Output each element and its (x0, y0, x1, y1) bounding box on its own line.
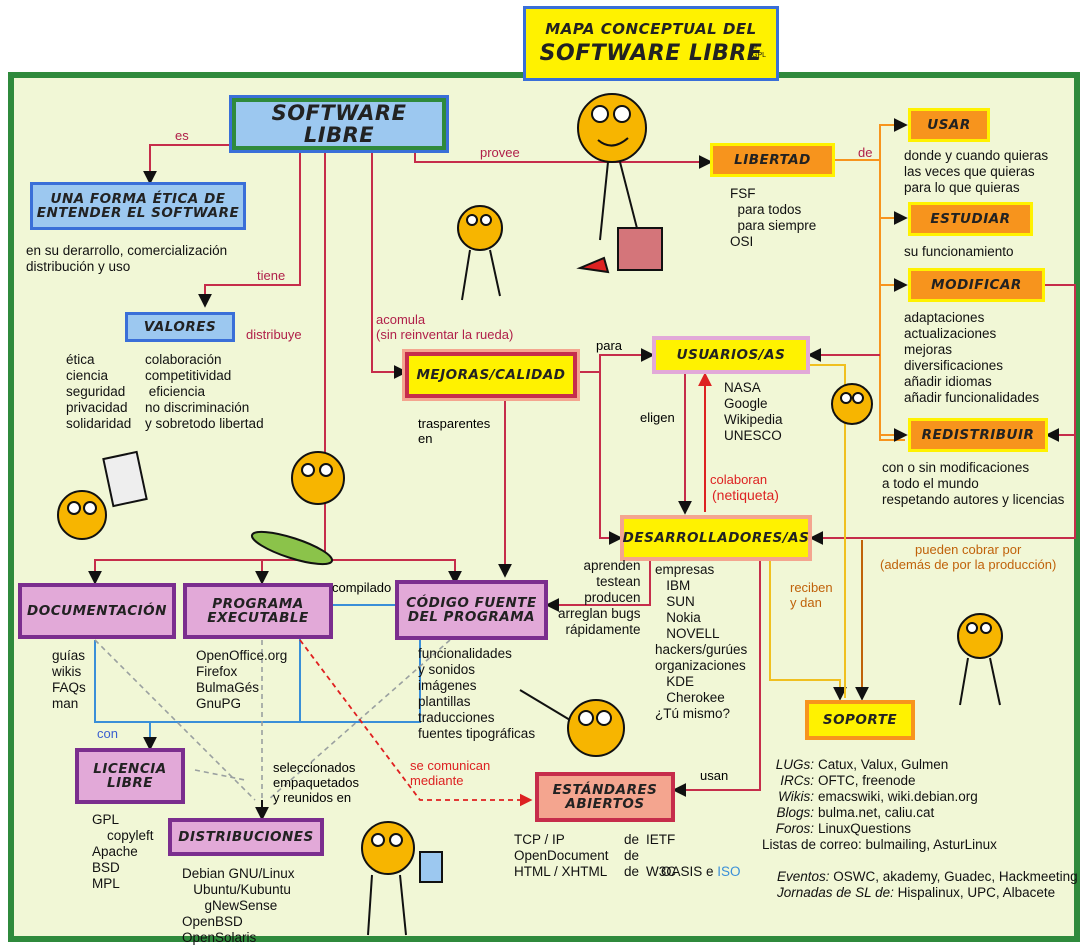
soporte-labels: LUGs: IRCs: Wikis: Blogs: Foros: (775, 757, 814, 836)
forma-etica-desc: en su derarrollo, comercialización distr… (26, 243, 228, 274)
label-compilado: compilado (332, 580, 392, 595)
label-pueden-cobrar: pueden cobrar por (además de por la prod… (880, 542, 1057, 572)
redistribuir-desc: con o sin modificaciones a todo el mundo… (882, 460, 1065, 507)
node-mejoras: MEJORAS/CALIDAD (402, 349, 580, 401)
label-tiene: tiene (257, 268, 286, 283)
edge-para (575, 348, 655, 373)
label-reciben: reciben y dan (790, 580, 833, 610)
org-iso: ISO (717, 864, 741, 879)
title-mark: © GPL (752, 44, 767, 59)
node-estandares: ESTÁNDARES ABIERTOS (535, 772, 675, 822)
edge-tiene (198, 150, 301, 308)
estandares-col1: TCP / IP OpenDocument HTML / XHTML (514, 832, 609, 879)
soporte-values: Catux, Valux, Gulmen OFTC, freenode emac… (818, 757, 978, 836)
mascot-bottom-left (361, 821, 443, 936)
edge-distribuye (88, 150, 326, 585)
codigo-desc: funcionalidades y sonidos imágenes plant… (418, 646, 536, 741)
label-es: es (175, 128, 189, 143)
node-estudiar: ESTUDIAR (908, 202, 1033, 236)
estandares-org-1: IETF (646, 832, 676, 847)
node-documentacion: DOCUMENTACIÓN (18, 583, 176, 639)
empresas: empresas IBM SUN Nokia NOVELL hackers/gu… (655, 562, 748, 721)
label-acomula: acomula (sin reinventar la rueda) (376, 312, 514, 342)
node-programa: PROGRAMA EXECUTABLE (183, 583, 333, 639)
jornadas-value: Hispalinux, UPC, Albacete (893, 885, 1056, 900)
node-valores: VALORES (125, 312, 235, 342)
label-distribuye: distribuye (246, 327, 302, 342)
licencia-desc: GPL copyleft Apache BSD MPL (92, 812, 154, 891)
usar-desc: donde y cuando quieras las veces que qui… (904, 148, 1049, 195)
eventos-key: Eventos: (777, 869, 830, 884)
libertad-desc: FSF para todos para siempre OSI (730, 186, 817, 249)
edge-reciben (769, 560, 847, 701)
mascot-right (831, 383, 873, 425)
label-provee: provee (480, 145, 520, 160)
node-modificar: MODIFICAR (908, 268, 1045, 302)
node-redistribuir: REDISTRIBUIR (908, 418, 1048, 452)
node-forma-etica: UNA FORMA ÉTICA DE ENTENDER EL SOFTWARE (30, 182, 246, 230)
soporte-listas: Listas de correo: bulmailing, AsturLinux (762, 837, 997, 852)
edge-usan (672, 560, 761, 797)
edge-se-comunican (299, 639, 533, 807)
label-se-comunican: se comunican mediante (410, 758, 491, 788)
label-dev-actions: aprenden testean producen arreglan bugs … (558, 558, 641, 637)
valores-col2: colaboración competitividad eficiencia n… (145, 352, 264, 431)
map-title: MAPA CONCEPTUAL DEL SOFTWARE LIBRE (523, 6, 779, 81)
mascot-reader (57, 450, 148, 540)
soporte-eventos: Eventos: OSWC, akademy, Guadec, Hackmeet… (762, 853, 1078, 901)
estudiar-desc: su funcionamiento (904, 244, 1014, 259)
title-line1: MAPA CONCEPTUAL DEL (545, 20, 757, 39)
label-con: con (97, 726, 118, 741)
org-sep: e (702, 864, 718, 879)
label-colaboran: colaboran (710, 472, 768, 487)
edge-es (143, 144, 235, 185)
node-libertad: LIBERTAD (710, 143, 835, 177)
jornadas-key: Jornadas de SL de: (777, 885, 894, 900)
node-soporte: SOPORTE (805, 700, 915, 740)
node-usuarios: USUARIOS/AS (652, 336, 810, 374)
edge-acomula (371, 150, 408, 379)
estandares-org-2: OASIS e ISO (646, 848, 741, 896)
documentacion-desc: guías wikis FAQs man (52, 648, 86, 711)
label-usan: usan (700, 768, 729, 783)
valores-col1: ética ciencia seguridad privacidad solid… (66, 352, 132, 431)
label-para: para (596, 338, 623, 353)
node-codigo: CÓDIGO FUENTE DEL PROGRAMA (395, 580, 548, 640)
distribuciones-desc: Debian GNU/Linux Ubuntu/Kubuntu gNewSens… (182, 866, 295, 945)
estandares-col2: de de de (624, 832, 640, 879)
label-trasparentes: trasparentes en (418, 416, 491, 446)
label-de: de (858, 145, 873, 160)
node-desarrolladores: DESARROLLADORES/AS (620, 515, 812, 561)
label-netiqueta: (netiqueta) (712, 487, 779, 503)
title-line2: SOFTWARE LIBRE (539, 40, 763, 66)
eventos-value: OSWC, akademy, Guadec, Hackmeeting (829, 869, 1078, 884)
edge-de (835, 118, 908, 161)
node-licencia: LICENCIA LIBRE (75, 748, 185, 804)
org-oasis: OASIS (661, 864, 703, 879)
modificar-desc: adaptaciones actualizaciones mejoras div… (904, 310, 1040, 405)
programa-desc: OpenOffice.org Firefox BulmaGés GnuPG (196, 648, 288, 711)
node-usar: USAR (908, 108, 990, 142)
mascot-broom (957, 613, 1003, 706)
mascot-jump (457, 205, 503, 301)
node-distribuciones: DISTRIBUCIONES (168, 818, 324, 856)
mascot-bottom-center (519, 689, 625, 757)
estandares-org-3: W3C (646, 864, 676, 879)
mascot-top (576, 93, 663, 274)
node-software-libre: SOFTWARE LIBRE (229, 95, 449, 153)
label-seleccionados: seleccionados empaquetados y reunidos en (273, 760, 360, 805)
usuarios-desc: NASA Google Wikipedia UNESCO (724, 380, 783, 443)
soporte-jornadas: Jornadas de SL de: Hispalinux, UPC, Alba… (762, 869, 1055, 917)
label-eligen: eligen (640, 410, 675, 425)
mascot-skate (250, 451, 345, 566)
